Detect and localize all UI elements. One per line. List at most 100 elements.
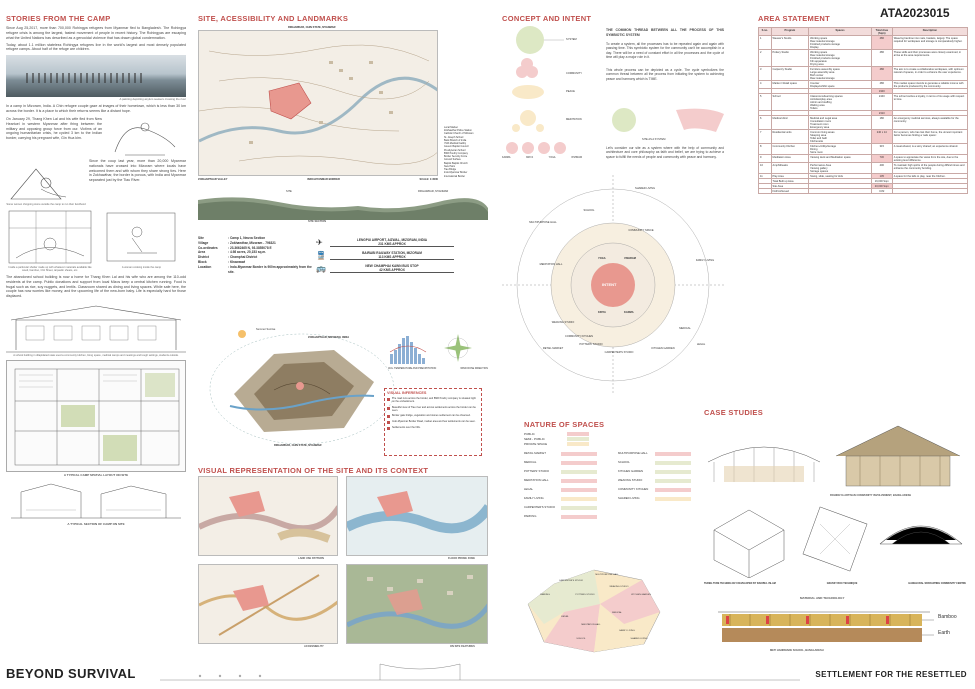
nature-space-label: MEDICAL (524, 460, 537, 465)
nature-space-swatch (655, 488, 691, 492)
wheel-outer-label: MEDICAL (679, 327, 691, 330)
site-map-top-label: RIKHAWDAR, CHIN STATE, MYANMAR (288, 26, 336, 29)
visual-inferences-title: VISUAL INFERENCES (387, 391, 427, 395)
area-table-cell: 7 (758, 129, 772, 144)
visual-rep-section: VISUAL REPRESENTATION OF THE SITE AND IT… (198, 466, 488, 656)
area-table-cell: Market / Retail space (770, 80, 810, 89)
nature-space-label: CARPENTER'S STUDIO (524, 505, 555, 510)
caption-site-features: ON SITE FEATURES (450, 645, 475, 648)
site-detail-value: : 23.3662465 N, 93.3855078 E (228, 245, 272, 250)
site-detail-row: Village : Zokhawthar, Mizoram - 796321 (198, 241, 316, 246)
wheel-outer-label: MEDITATION HALL (539, 263, 563, 266)
inference-item: Settlements over the hills. (387, 426, 479, 430)
sketch-3-caption: A woman cooking inside the camp (121, 265, 162, 269)
concept-label-yoga: YOGA (548, 156, 556, 159)
flood-zone-map[interactable] (346, 476, 488, 556)
site-title: SITE, ACESSIBILITY AND LANDMARKS (198, 14, 349, 23)
caption-land-use: LAND USE PATTERN (298, 557, 324, 560)
inference-item: Indo-Myanmar Border Road, market area an… (387, 420, 479, 424)
site-detail-value: : Camp 1, Neuva Section (228, 236, 266, 240)
site-system-label: SITE AS A SYSTEM (642, 138, 666, 141)
nature-space-label: MEDITATION HALL (524, 478, 549, 483)
terrain-3d-model[interactable]: Summer Sunrise ZOKHAWTHAR, MIZORAM, INDI… (204, 324, 400, 454)
nature-legend-label: PRIVATE SPACE (524, 442, 548, 446)
stories-para-2: Today, about 1.1 million stateless Rohin… (6, 42, 186, 52)
site-detail-row: Co-ordinates: 23.3662465 N, 93.3855078 E (198, 246, 316, 251)
nature-legend-label: PUBLIC (524, 432, 535, 436)
site-detail-value: : 4.98 acres, 20,153 sq.m. (228, 250, 267, 255)
wheel-outer-label: RETAIL MARKET (542, 347, 564, 350)
area-table-cell: Common living areas Sleeping area Toilet… (808, 129, 872, 144)
area-table-cell: Classrooms/learning spaces Activities/pl… (808, 93, 872, 111)
case-sketch-2 (830, 422, 966, 492)
area-table-cell: Weaver's Studio (770, 35, 810, 50)
climate-caption-wind: WIND ROSE DIRECTION (460, 367, 488, 370)
area-table-cell: These skills and their processes were cl… (891, 49, 968, 67)
nature-space-item: KITCHEN GARDEN (618, 468, 698, 476)
concept-label-karma: KARMA (502, 156, 511, 159)
area-table-cell: 315 (870, 143, 893, 155)
land-use-map[interactable] (198, 476, 338, 556)
nature-space-swatch (561, 479, 597, 483)
site-detail-key: Village (198, 240, 209, 245)
airplane-icon: ✈ (316, 238, 323, 247)
nature-space-label: SHARED LIVING (618, 496, 640, 501)
bullet-icon (387, 398, 390, 401)
nature-space-label: POTTERS' STUDIO (524, 469, 550, 474)
concept-para-2: This whole process can be depicted as a … (606, 68, 724, 81)
zoning-plan-label: MULTIPURPOSE HALL (595, 574, 619, 576)
accessibility-map[interactable] (198, 564, 338, 644)
legend-item: Border Security Force (444, 155, 468, 159)
nature-space-swatch (561, 452, 597, 456)
area-table-cell: Carpentry Studio (770, 66, 810, 81)
nature-space-item: RETAIL MARKET (524, 450, 604, 458)
area-table-cell: 5 (758, 93, 772, 111)
site-detail-key: Block (198, 259, 207, 264)
site-section-caption: SITE SECTION (308, 220, 327, 223)
climate-caption-temp: AVG. TEMPERATURE AND PRECIPITATION (388, 367, 437, 370)
case-sketch-1 (704, 422, 824, 486)
nature-space-label: SCHOOL (618, 460, 630, 465)
nature-space-label: LEGAL (524, 487, 534, 492)
wheel-outer-label: MULTIPURPOSE HALL (529, 221, 557, 224)
area-title: AREA STATEMENT (758, 14, 830, 23)
concept-heading: THE COMMON THREAD BETWEEN ALL THE PROCES… (606, 28, 724, 37)
site-detail-value: : Zokhawthar, Mizoram - 796321 (228, 240, 276, 245)
area-table-cell: 8 (758, 143, 772, 155)
terrain-label-summer-sunrise: Summer Sunrise (256, 328, 276, 331)
site-features-map[interactable] (346, 564, 488, 644)
section-label-site: SITE (286, 190, 292, 193)
site-detail-row: District: Champhai District (198, 255, 316, 260)
area-table-cell: This market space intends to generate a … (891, 80, 968, 89)
concept-para-1: To create a system, all the processes ha… (606, 42, 724, 60)
area-table-cell: Community Kitchen (770, 143, 810, 155)
nature-space-swatch (655, 452, 691, 456)
stories-title: STORIES FROM THE CAMP (6, 14, 111, 23)
woman-cooking-sketch (97, 208, 186, 266)
transport-list: ✈LENGPUI AIRPORT, AIZWAL, MIZORAM, INDIA… (316, 238, 454, 277)
inference-text: The road runs across the border, and BSR… (392, 397, 476, 404)
site-detail-row: Block: Khawzawl (198, 260, 316, 265)
area-table-cell: Weaving bamboo into mats, baskets, large… (891, 35, 968, 50)
area-table-cell: 6 (758, 115, 772, 130)
wheel-outer-label: LEGAL (696, 343, 706, 346)
case-caption-3: GRASSY BOX TECHNIQUE (826, 582, 858, 585)
nature-space-swatch (655, 497, 691, 501)
inference-text: Beautiful view of Tiau river and across … (392, 405, 476, 412)
concept-title: CONCEPT AND INTENT (502, 14, 592, 23)
area-table-cell: Viewing deck and Meditation space (808, 154, 872, 163)
zoning-plan-label: SHARED LIVING (630, 638, 648, 640)
wheel-outer-label: COMMUNITY SPACE (628, 229, 654, 232)
concept-para-3: Let's consider our site as a system wher… (606, 146, 724, 159)
nature-legend-item: PRIVATE SPACE (524, 442, 724, 446)
wheel-outer-label: POTTERS' STUDIO (579, 343, 603, 346)
site-location-map[interactable] (198, 30, 438, 176)
area-table-cell: Kitchen+Utility/storage Dining Store roo… (808, 143, 872, 155)
nature-space-item: WEAVING STUDIO (618, 477, 698, 485)
site-system-diagram (612, 108, 724, 132)
